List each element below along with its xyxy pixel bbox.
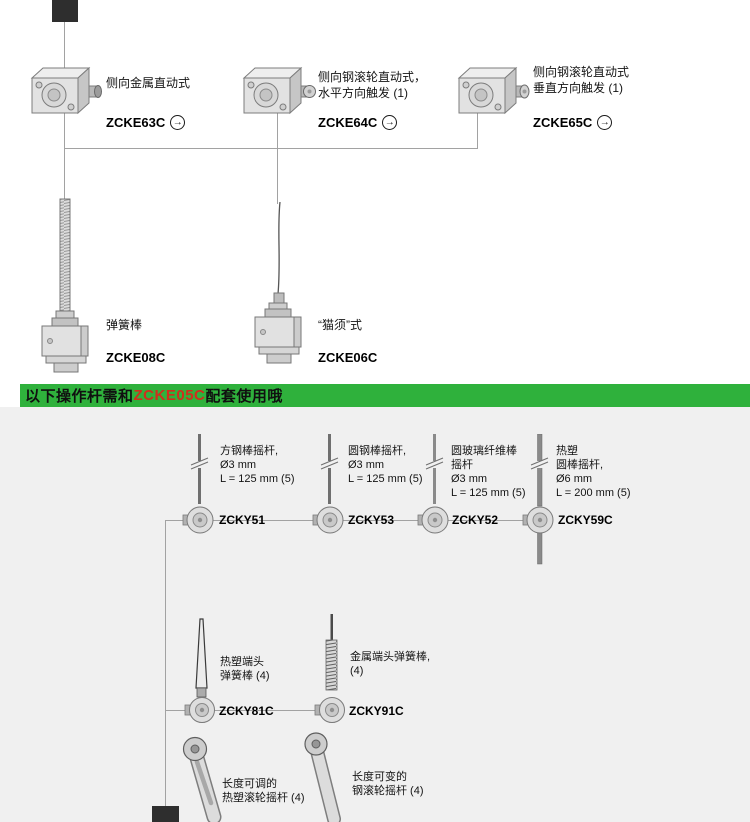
rod-lever3-code: ZCKY52 — [452, 513, 498, 527]
rod-lever1-description: 方钢棒摇杆, Ø3 mm L = 125 mm (5) — [220, 445, 295, 485]
head3-code-text: ZCKE65C — [533, 115, 593, 130]
zcky91c-illustration — [314, 614, 349, 724]
link-arrow-icon[interactable]: → — [597, 115, 613, 130]
zcke63c-illustration — [26, 64, 104, 116]
connector-stub-head3 — [477, 112, 478, 148]
zcke08c-illustration — [34, 198, 96, 374]
lower-section-background — [0, 407, 750, 822]
rod-lever2-description: 圆钢棒摇杆, Ø3 mm L = 125 mm (5) — [348, 445, 423, 485]
connector-horizontal-top — [64, 148, 478, 149]
rod-lever4-code-text: ZCKY59C — [558, 513, 613, 527]
connector-stub-head2 — [277, 112, 278, 148]
rod-lever3-description: 圆玻璃纤维棒 摇杆 Ø3 mm L = 125 mm (5) — [451, 445, 526, 499]
cat-whisker-code-text: ZCKE06C — [318, 350, 378, 365]
roller-lever1-description: 长度可调的 热塑滚轮摇杆 (4) — [222, 778, 305, 804]
head3-code: ZCKE65C → — [533, 115, 613, 130]
zcky51-illustration — [182, 434, 217, 536]
head1-code: ZCKE63C → — [106, 115, 186, 130]
banner-text-suffix: 配套使用哦 — [205, 388, 283, 405]
cropped-item-below — [152, 806, 179, 822]
cropped-item-above — [52, 0, 78, 22]
zcky53-illustration — [312, 434, 347, 536]
zcke06c-illustration — [247, 202, 309, 374]
connector-drop-cat-whisker — [277, 148, 278, 204]
spring-lever1-description: 热塑端头 弹簧棒 (4) — [220, 656, 270, 682]
spring-lever1-code-text: ZCKY81C — [219, 704, 274, 718]
rod-lever2-code-text: ZCKY53 — [348, 513, 395, 527]
zcky81c-illustration — [184, 618, 219, 724]
head1-code-text: ZCKE63C — [106, 115, 166, 130]
banner-text-prefix: 以下操作杆需和 — [25, 388, 134, 405]
cat-whisker-code: ZCKE06C — [318, 350, 377, 365]
connector-branch-rod-levers — [165, 520, 540, 521]
rod-lever1-code: ZCKY51 — [219, 513, 265, 527]
head2-description: 侧向钢滚轮直动式， 水平方向触发 (1) — [318, 70, 427, 100]
head3-description: 侧向钢滚轮直动式 垂直方向触发 (1) — [533, 65, 630, 95]
connector-branch-spring-levers — [165, 710, 332, 711]
head2-code: ZCKE64C → — [318, 115, 398, 130]
variable-roller-lever-illustration — [302, 731, 358, 822]
spring-lever2-code-text: ZCKY91C — [349, 704, 404, 718]
link-arrow-icon[interactable]: → — [382, 115, 398, 130]
cat-whisker-description: “猫须”式 — [318, 318, 362, 332]
zcke65c-illustration — [453, 64, 531, 116]
rod-lever2-code: ZCKY53 — [348, 513, 394, 527]
spring-rod-code-text: ZCKE08C — [106, 350, 166, 365]
banner-product-code: ZCKE05C — [133, 387, 206, 404]
zcky59c-illustration — [522, 434, 557, 566]
connector-vertical-main-bottom — [165, 520, 166, 822]
adjustable-roller-lever-illustration — [180, 735, 236, 822]
rod-lever1-code-text: ZCKY51 — [219, 513, 266, 527]
link-arrow-icon[interactable]: → — [170, 115, 186, 130]
rod-lever4-description: 热塑 圆棒摇杆, Ø6 mm L = 200 mm (5) — [556, 445, 631, 499]
spring-lever2-description: 金属端头弹簧棒, (4) — [350, 651, 431, 677]
rod-lever3-code-text: ZCKY52 — [452, 513, 499, 527]
spring-rod-description: 弹簧棒 — [106, 318, 143, 332]
roller-lever2-description: 长度可变的 钢滚轮摇杆 (4) — [352, 771, 424, 797]
head2-code-text: ZCKE64C — [318, 115, 378, 130]
rod-lever4-code: ZCKY59C — [558, 513, 613, 527]
spring-lever2-code: ZCKY91C — [349, 704, 404, 718]
zcke64c-illustration — [238, 64, 316, 116]
zcky52-illustration — [417, 434, 452, 536]
connector-drop-spring-rod — [64, 148, 65, 200]
spring-lever1-code: ZCKY81C — [219, 704, 274, 718]
spring-rod-code: ZCKE08C — [106, 350, 165, 365]
head1-description: 侧向金属直动式 — [106, 76, 191, 90]
